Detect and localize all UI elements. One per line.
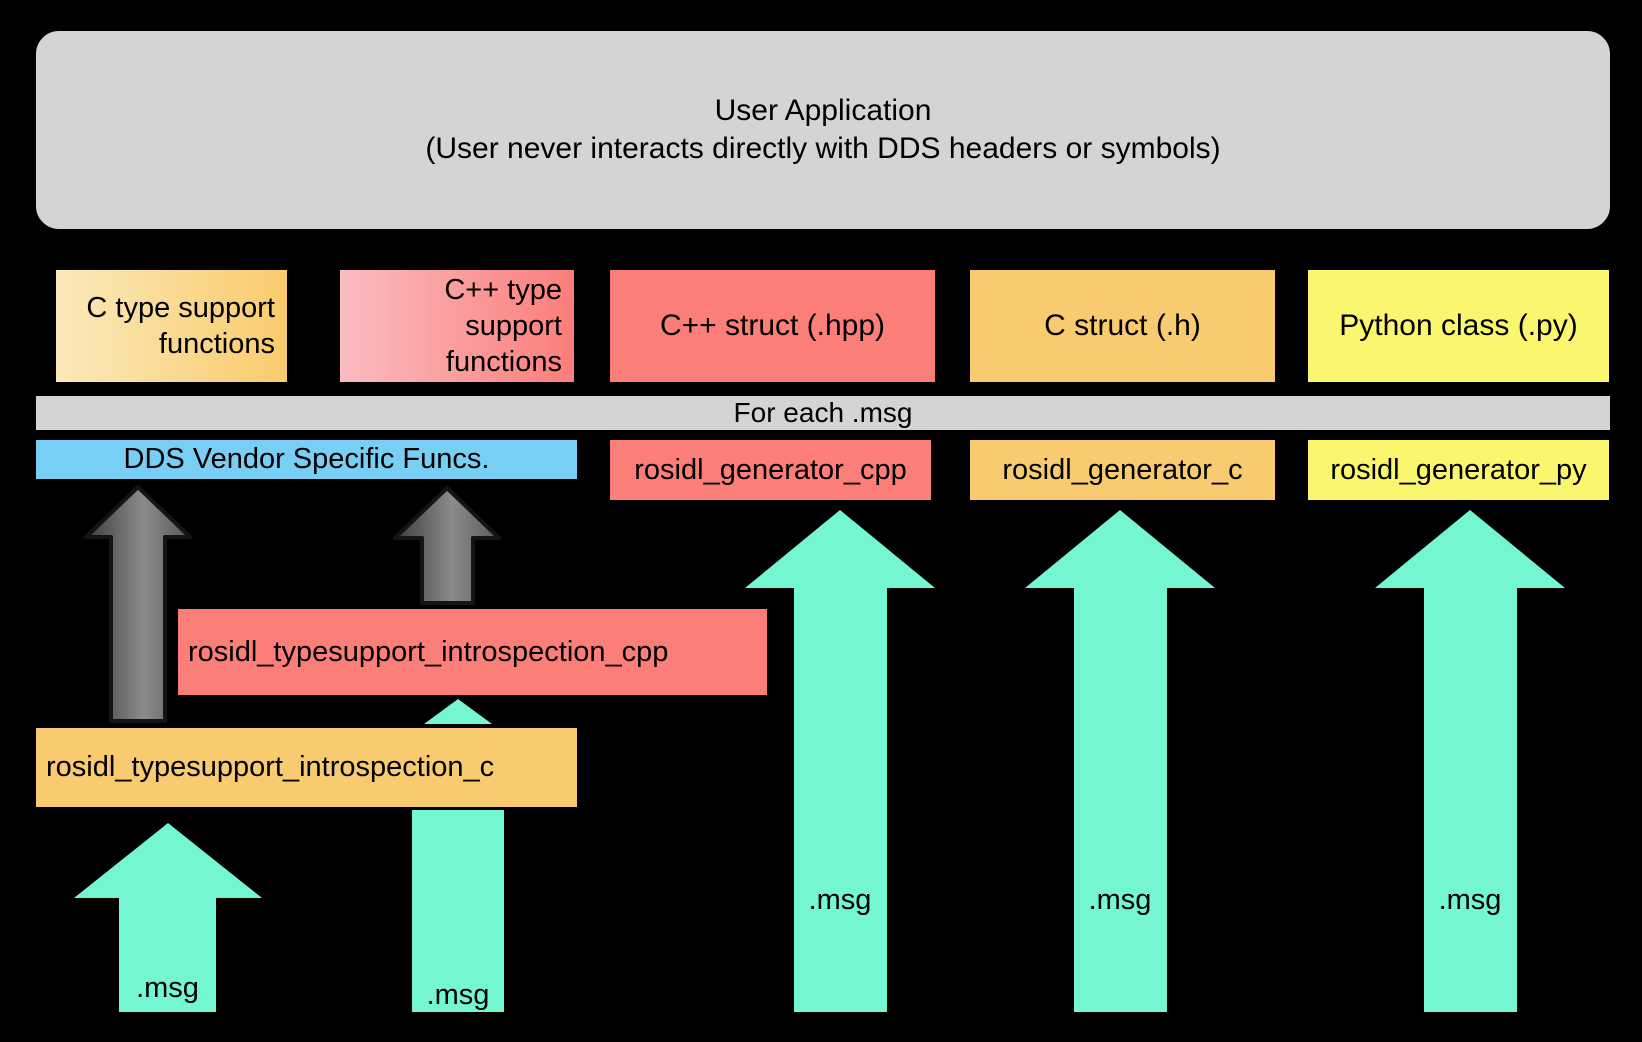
gray-up-arrow-introspection-c-to-dds-icon	[84, 485, 192, 723]
c-type-support-box: C type support functions	[53, 267, 290, 385]
msg-arrow-generator-cpp: .msg	[745, 510, 935, 1012]
python-class-box: Python class (.py)	[1305, 267, 1612, 385]
msg-arrow-generator-py: .msg	[1375, 510, 1565, 1012]
msg-arrow-generator-c: .msg	[1025, 510, 1215, 1012]
dds-vendor-funcs-box: DDS Vendor Specific Funcs.	[33, 437, 580, 482]
user-application-box: User Application (User never interacts d…	[33, 28, 1613, 232]
cpp-type-support-box: C++ type support functions	[337, 267, 577, 385]
up-arrowhead-icon	[1375, 510, 1565, 588]
msg-label: .msg	[426, 979, 490, 1011]
up-arrowhead-icon	[73, 823, 262, 898]
msg-arrow-introspection-c: .msg	[73, 823, 262, 1012]
rosidl-typesupport-introspection-c-box: rosidl_typesupport_introspection_c	[33, 725, 580, 810]
msg-label: .msg	[1438, 884, 1502, 916]
up-arrowhead-icon	[745, 510, 935, 588]
rosidl-generator-cpp-box: rosidl_generator_cpp	[607, 437, 934, 503]
user-application-subtitle: (User never interacts directly with DDS …	[425, 132, 1221, 165]
for-each-msg-bar: For each .msg	[33, 393, 1613, 433]
msg-arrowhead-into-introspection-cpp-icon	[424, 699, 492, 724]
msg-arrow-introspection-cpp: .msg	[412, 810, 504, 1012]
rosidl-generator-py-box: rosidl_generator_py	[1305, 437, 1612, 503]
rosidl-typesupport-introspection-cpp-box: rosidl_typesupport_introspection_cpp	[175, 606, 770, 698]
c-struct-box: C struct (.h)	[967, 267, 1278, 385]
msg-label: .msg	[1088, 884, 1152, 916]
msg-label: .msg	[808, 884, 872, 916]
rosidl-generator-c-box: rosidl_generator_c	[967, 437, 1278, 503]
user-application-title: User Application	[714, 94, 932, 127]
cpp-struct-box: C++ struct (.hpp)	[607, 267, 938, 385]
up-arrowhead-icon	[1025, 510, 1215, 588]
gray-up-arrow-introspection-cpp-to-dds-icon	[393, 486, 501, 605]
msg-label: .msg	[136, 972, 199, 1004]
